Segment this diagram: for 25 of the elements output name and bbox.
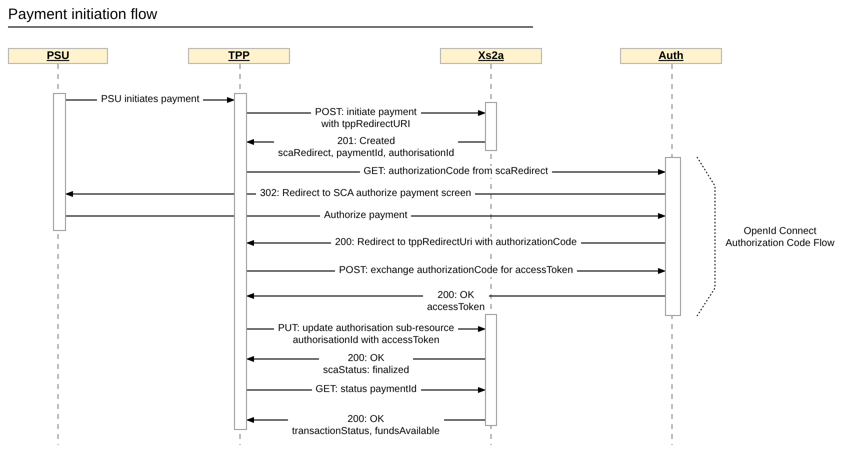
message-label: PSU initiates payment [97,94,204,106]
activation-bar [665,157,681,316]
note-text: OpenId Connect Authorization Code Flow [724,226,836,250]
diagram-title: Payment initiation flow [8,6,158,23]
participant-box [620,48,722,64]
participant-name: Xs2a [478,50,504,62]
participant-name: TPP [228,50,250,62]
message-label: 201: Created scaRedirect, paymentId, authorisationId [274,136,458,160]
message-label: POST: exchange authorizationCode for accessToken [335,265,578,277]
participant-box [440,48,542,64]
activation-bar [234,93,247,430]
participant-name: Auth [658,50,684,62]
message-label: GET: authorizationCode from scaRedirect [360,166,552,178]
activation-bar [485,314,497,426]
message-label: 200: Redirect to tppRedirectUri with authorizationCode [331,237,581,249]
message-label: 200: OK transactionStatus, fundsAvailable [288,414,444,438]
message-label: POST: initiate payment with tppRedirectURI [311,107,421,131]
message-label: Authorize payment [320,210,412,222]
message-label: GET: status paymentId [312,384,421,396]
activation-bar [53,93,66,231]
message-label: 302: Redirect to SCA authorize payment screen [256,188,476,200]
participant-box [8,48,108,64]
participant-name: PSU [46,50,70,62]
activation-bar [485,102,497,151]
participant-box [188,48,290,64]
